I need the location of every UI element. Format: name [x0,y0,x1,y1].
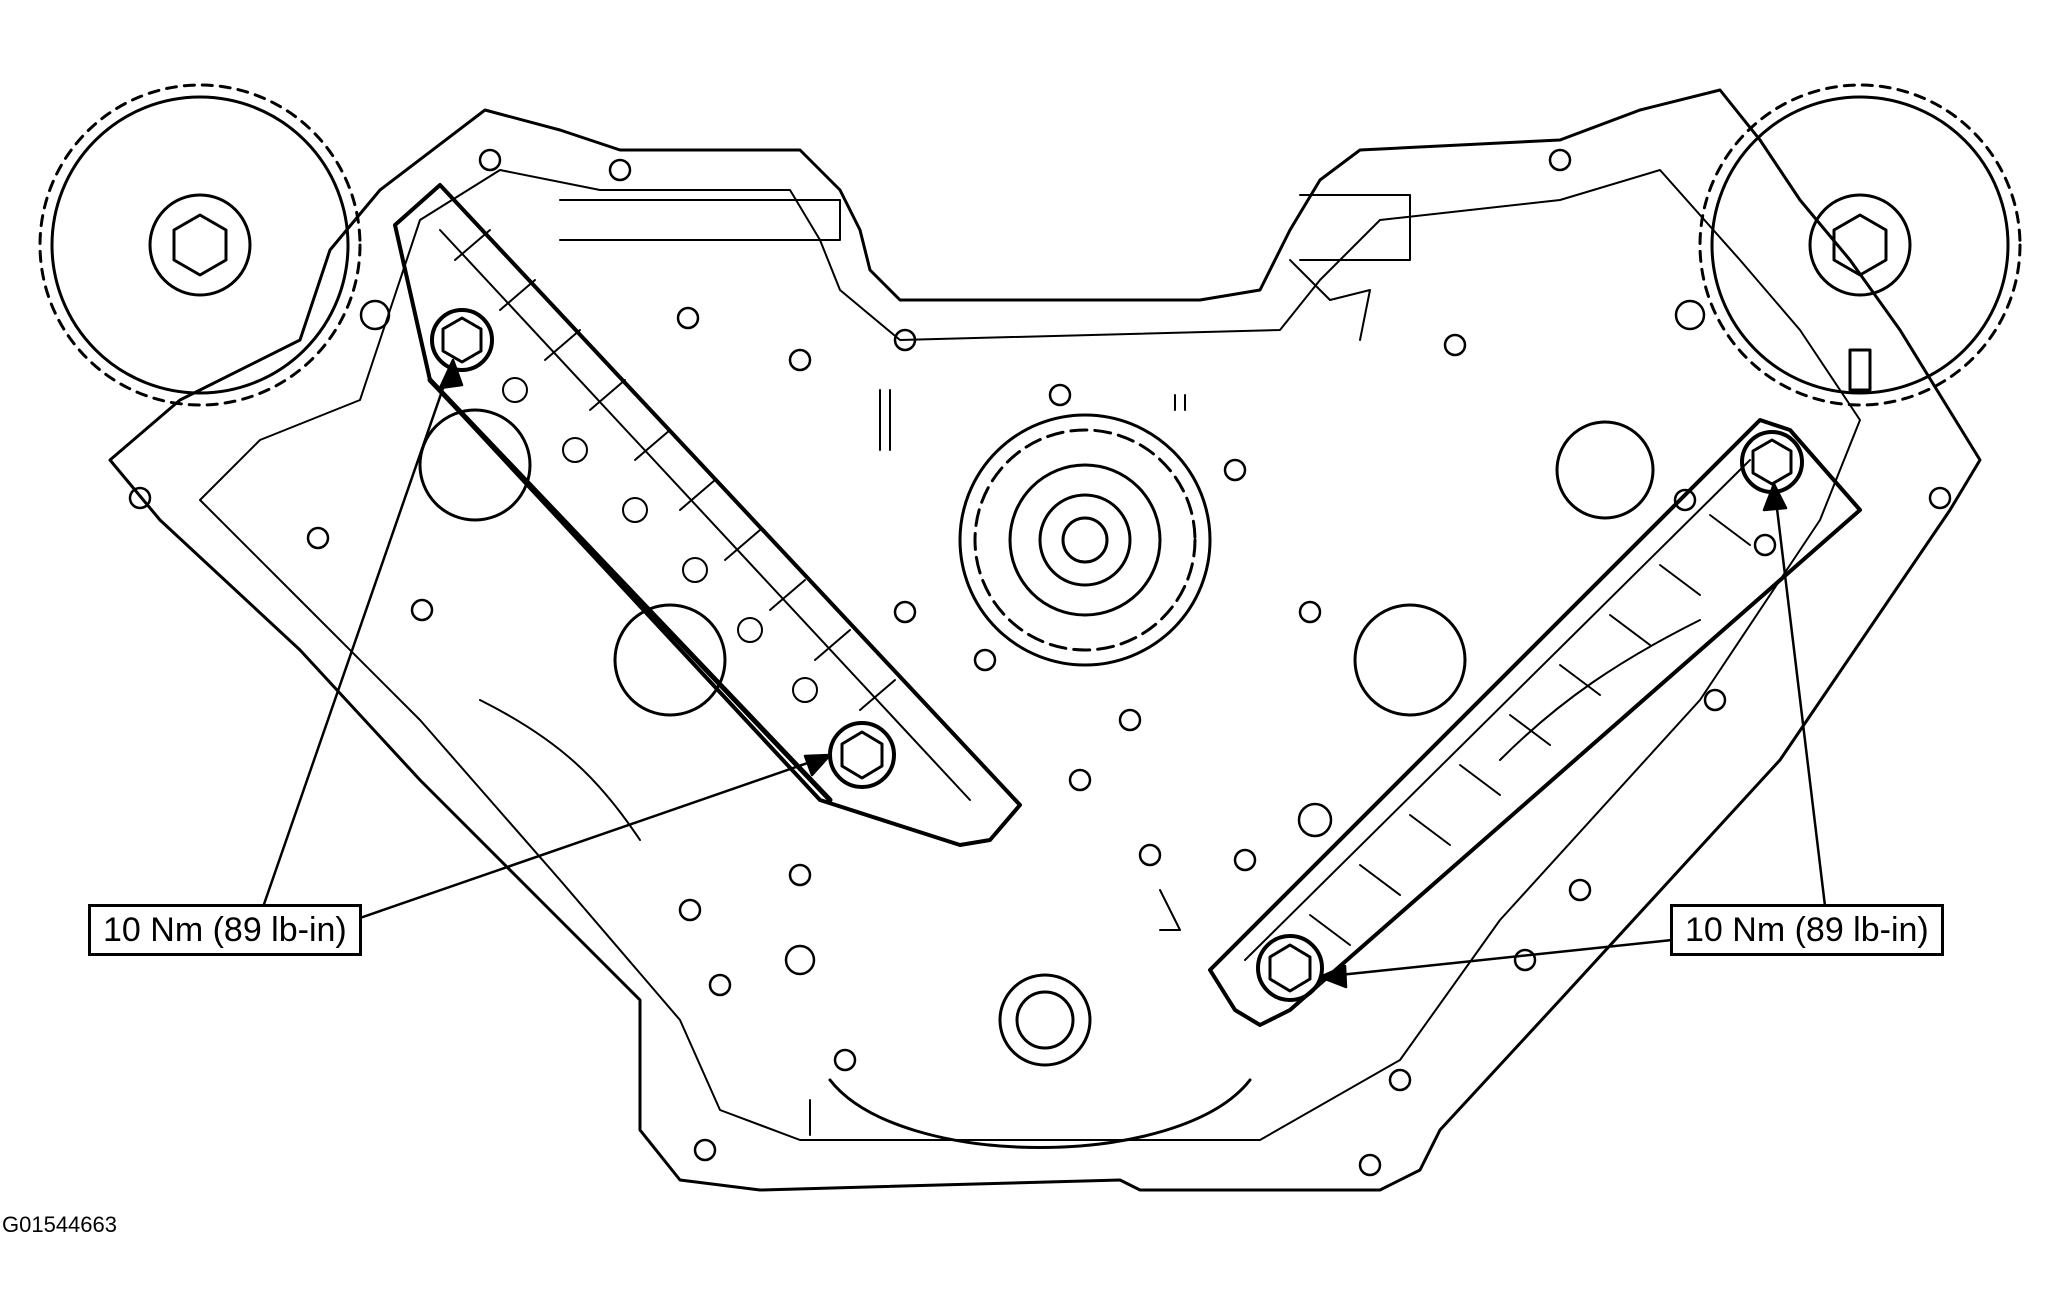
block-inner-outline [199,169,1861,1141]
torque-callout-right: 10 Nm (89 lb-in) [1670,904,1944,956]
bore-left-lower [613,603,727,717]
bore-left-upper [418,408,532,522]
water-pump-hub [958,413,1212,667]
bolt-left-guide-upper [430,308,494,372]
bolt-holes [128,148,1952,1177]
bore-right-lower [1353,603,1467,717]
torque-callout-left: 10 Nm (89 lb-in) [88,904,362,956]
crankshaft-snout [828,973,1252,1149]
bolt-right-guide-upper [1740,430,1804,494]
leader-lines [260,358,1827,989]
left-cam-sprocket [38,83,362,407]
right-cam-sprocket [1698,83,2022,407]
figure-id-label: G01544663 [2,1212,117,1237]
engine-block-outline [108,88,1982,1192]
casting-details [479,194,1701,1136]
bolt-right-guide-lower [1256,934,1324,1002]
right-chain-guide [1208,418,1862,1027]
bolt-left-guide-lower [828,721,896,789]
left-chain-guide [393,183,1022,847]
bore-right-upper [1555,420,1655,520]
